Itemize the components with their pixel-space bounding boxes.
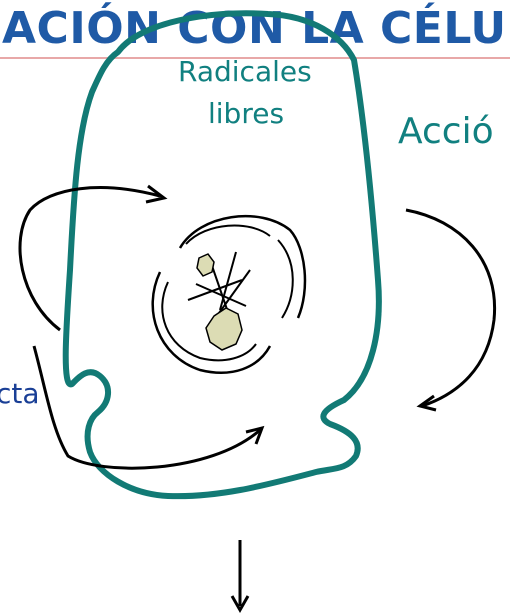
nuclear-membrane-right — [278, 240, 293, 318]
label-radicales: Radicales — [178, 58, 312, 86]
label-libres: libres — [208, 100, 284, 128]
nucleus — [153, 216, 305, 373]
chromosomes — [188, 252, 250, 320]
arrow-right — [406, 210, 495, 406]
nuclear-membrane-inner-bottom — [162, 282, 256, 360]
arrow-left-top — [20, 188, 160, 330]
label-cta: cta — [0, 380, 40, 408]
organelle-large — [206, 308, 242, 350]
label-accion: Acció — [398, 114, 494, 150]
organelle-small — [197, 254, 214, 276]
